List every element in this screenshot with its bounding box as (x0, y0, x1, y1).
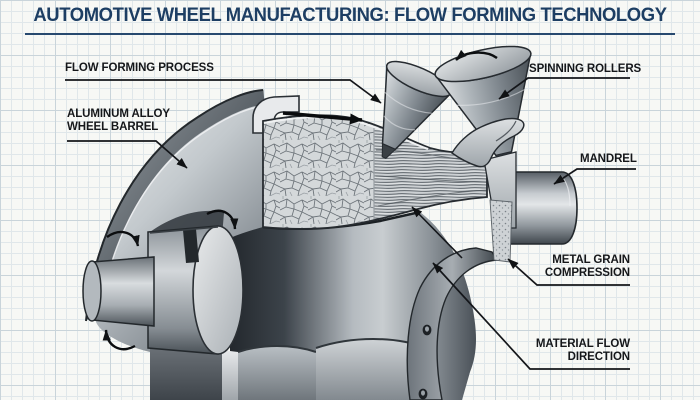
leader-lines (65, 77, 636, 370)
label-spinning-rollers: SPINNING ROLLERS (529, 63, 642, 75)
label-metal-grain-line2: COMPRESSION (544, 267, 630, 279)
title-underline (25, 33, 675, 35)
compression-zone (489, 199, 513, 263)
formed-rim-lip (451, 117, 525, 263)
drive-chuck (147, 225, 244, 355)
shaft-rotation-arrow-top (106, 230, 140, 247)
label-mandrel: MANDREL (580, 153, 637, 165)
drive-shaft (82, 256, 155, 327)
label-aluminum-alloy-line1: ALUMINUM ALLOY (67, 108, 170, 120)
label-material-flow-direction: MATERIAL FLOW DIRECTION (420, 338, 630, 364)
page-title: AUTOMOTIVE WHEEL MANUFACTURING: FLOW FOR… (33, 5, 667, 26)
roller-rotation-arrow (455, 49, 498, 61)
chuck-rotation-arrow (206, 209, 239, 230)
leader-wheel-barrel (67, 140, 188, 169)
label-flow-forming-process: FLOW FORMING PROCESS (65, 62, 214, 74)
process-direction-arrow (282, 111, 363, 125)
label-aluminum-alloy-line2: WHEEL BARREL (67, 121, 159, 133)
label-metal-grain-line1: METAL GRAIN (552, 254, 630, 266)
label-aluminum-alloy-wheel-barrel: ALUMINUM ALLOY WHEEL BARREL (67, 108, 170, 134)
keyway-slot (183, 229, 199, 263)
label-material-flow-line2: DIRECTION (567, 351, 630, 363)
label-material-flow-line1: MATERIAL FLOW (535, 338, 630, 350)
leader-material-flow (432, 262, 630, 370)
material-flow-arrow (411, 206, 463, 259)
leader-flow-forming-process (65, 79, 382, 104)
spinning-roller-left (381, 60, 453, 159)
coarse-grain-texture (263, 115, 374, 229)
wheel-barrel-interior (150, 210, 499, 400)
label-metal-grain-compression: METAL GRAIN COMPRESSION (420, 254, 630, 280)
leader-mandrel (553, 168, 636, 185)
shaft-rotation-arrow-bottom (102, 329, 136, 351)
metal-grain-cross-section (262, 114, 488, 230)
leader-spinning-rollers (498, 77, 630, 100)
leader-metal-grain (507, 258, 630, 286)
